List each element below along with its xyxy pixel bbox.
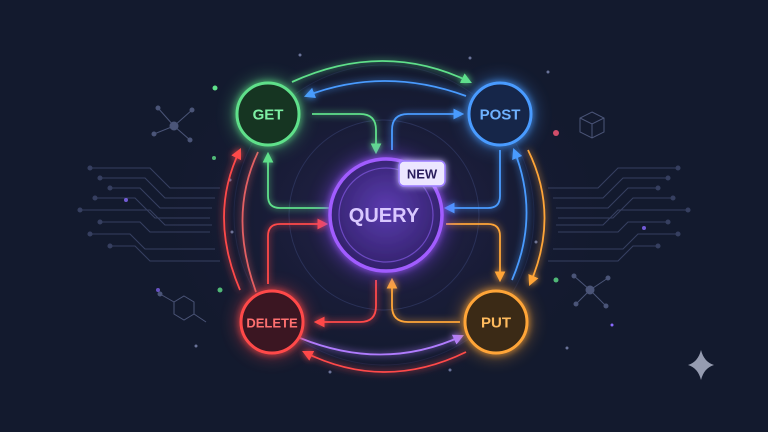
- node-query-label: QUERY: [349, 205, 420, 227]
- link-put-to-query: [386, 277, 460, 323]
- link-query-to-put: [446, 223, 506, 283]
- sparkle-icon: [688, 350, 714, 380]
- inner-connections: [262, 108, 506, 328]
- arc-post-to-put: [527, 149, 546, 286]
- arc-post-to-get: [303, 80, 467, 98]
- arc-get-to-post: [291, 60, 472, 84]
- orbit-ring-inner: [288, 119, 480, 311]
- hexagon-icon-left-bottom: [157, 291, 207, 323]
- node-post-label: POST: [480, 107, 521, 124]
- network-icon-right-bottom: [571, 273, 611, 309]
- link-post-to-query: [443, 150, 501, 214]
- link-query-to-delete: [313, 280, 377, 328]
- node-delete-label: DELETE: [246, 316, 298, 331]
- particles: [124, 53, 646, 374]
- node-get: GET: [232, 78, 304, 150]
- network-icon-left-top: [151, 105, 195, 143]
- arc-delete-to-get: [223, 148, 242, 291]
- arc-put-to-delete: [302, 351, 467, 373]
- new-badge-label: NEW: [407, 167, 438, 182]
- node-put: PUT: [460, 286, 532, 358]
- node-put-label: PUT: [481, 315, 511, 332]
- link-query-to-get: [262, 151, 332, 209]
- orbit-ring-outer: [233, 64, 535, 366]
- circuit-traces-left: [77, 165, 220, 262]
- outer-connections: [223, 60, 546, 373]
- link-get-to-query: [312, 113, 382, 155]
- cube-icon-right-top: [579, 111, 605, 139]
- arc-delete-to-put: [299, 334, 464, 356]
- node-get-label: GET: [253, 107, 284, 124]
- circuit-traces-right: [548, 165, 691, 262]
- node-delete: DELETE: [236, 286, 308, 358]
- link-query-to-post: [391, 108, 465, 150]
- link-delete-to-query: [267, 218, 329, 284]
- arc-get-to-delete: [241, 151, 259, 293]
- new-badge: NEW: [398, 160, 446, 187]
- arc-put-to-post: [511, 147, 528, 281]
- node-post: POST: [464, 78, 536, 150]
